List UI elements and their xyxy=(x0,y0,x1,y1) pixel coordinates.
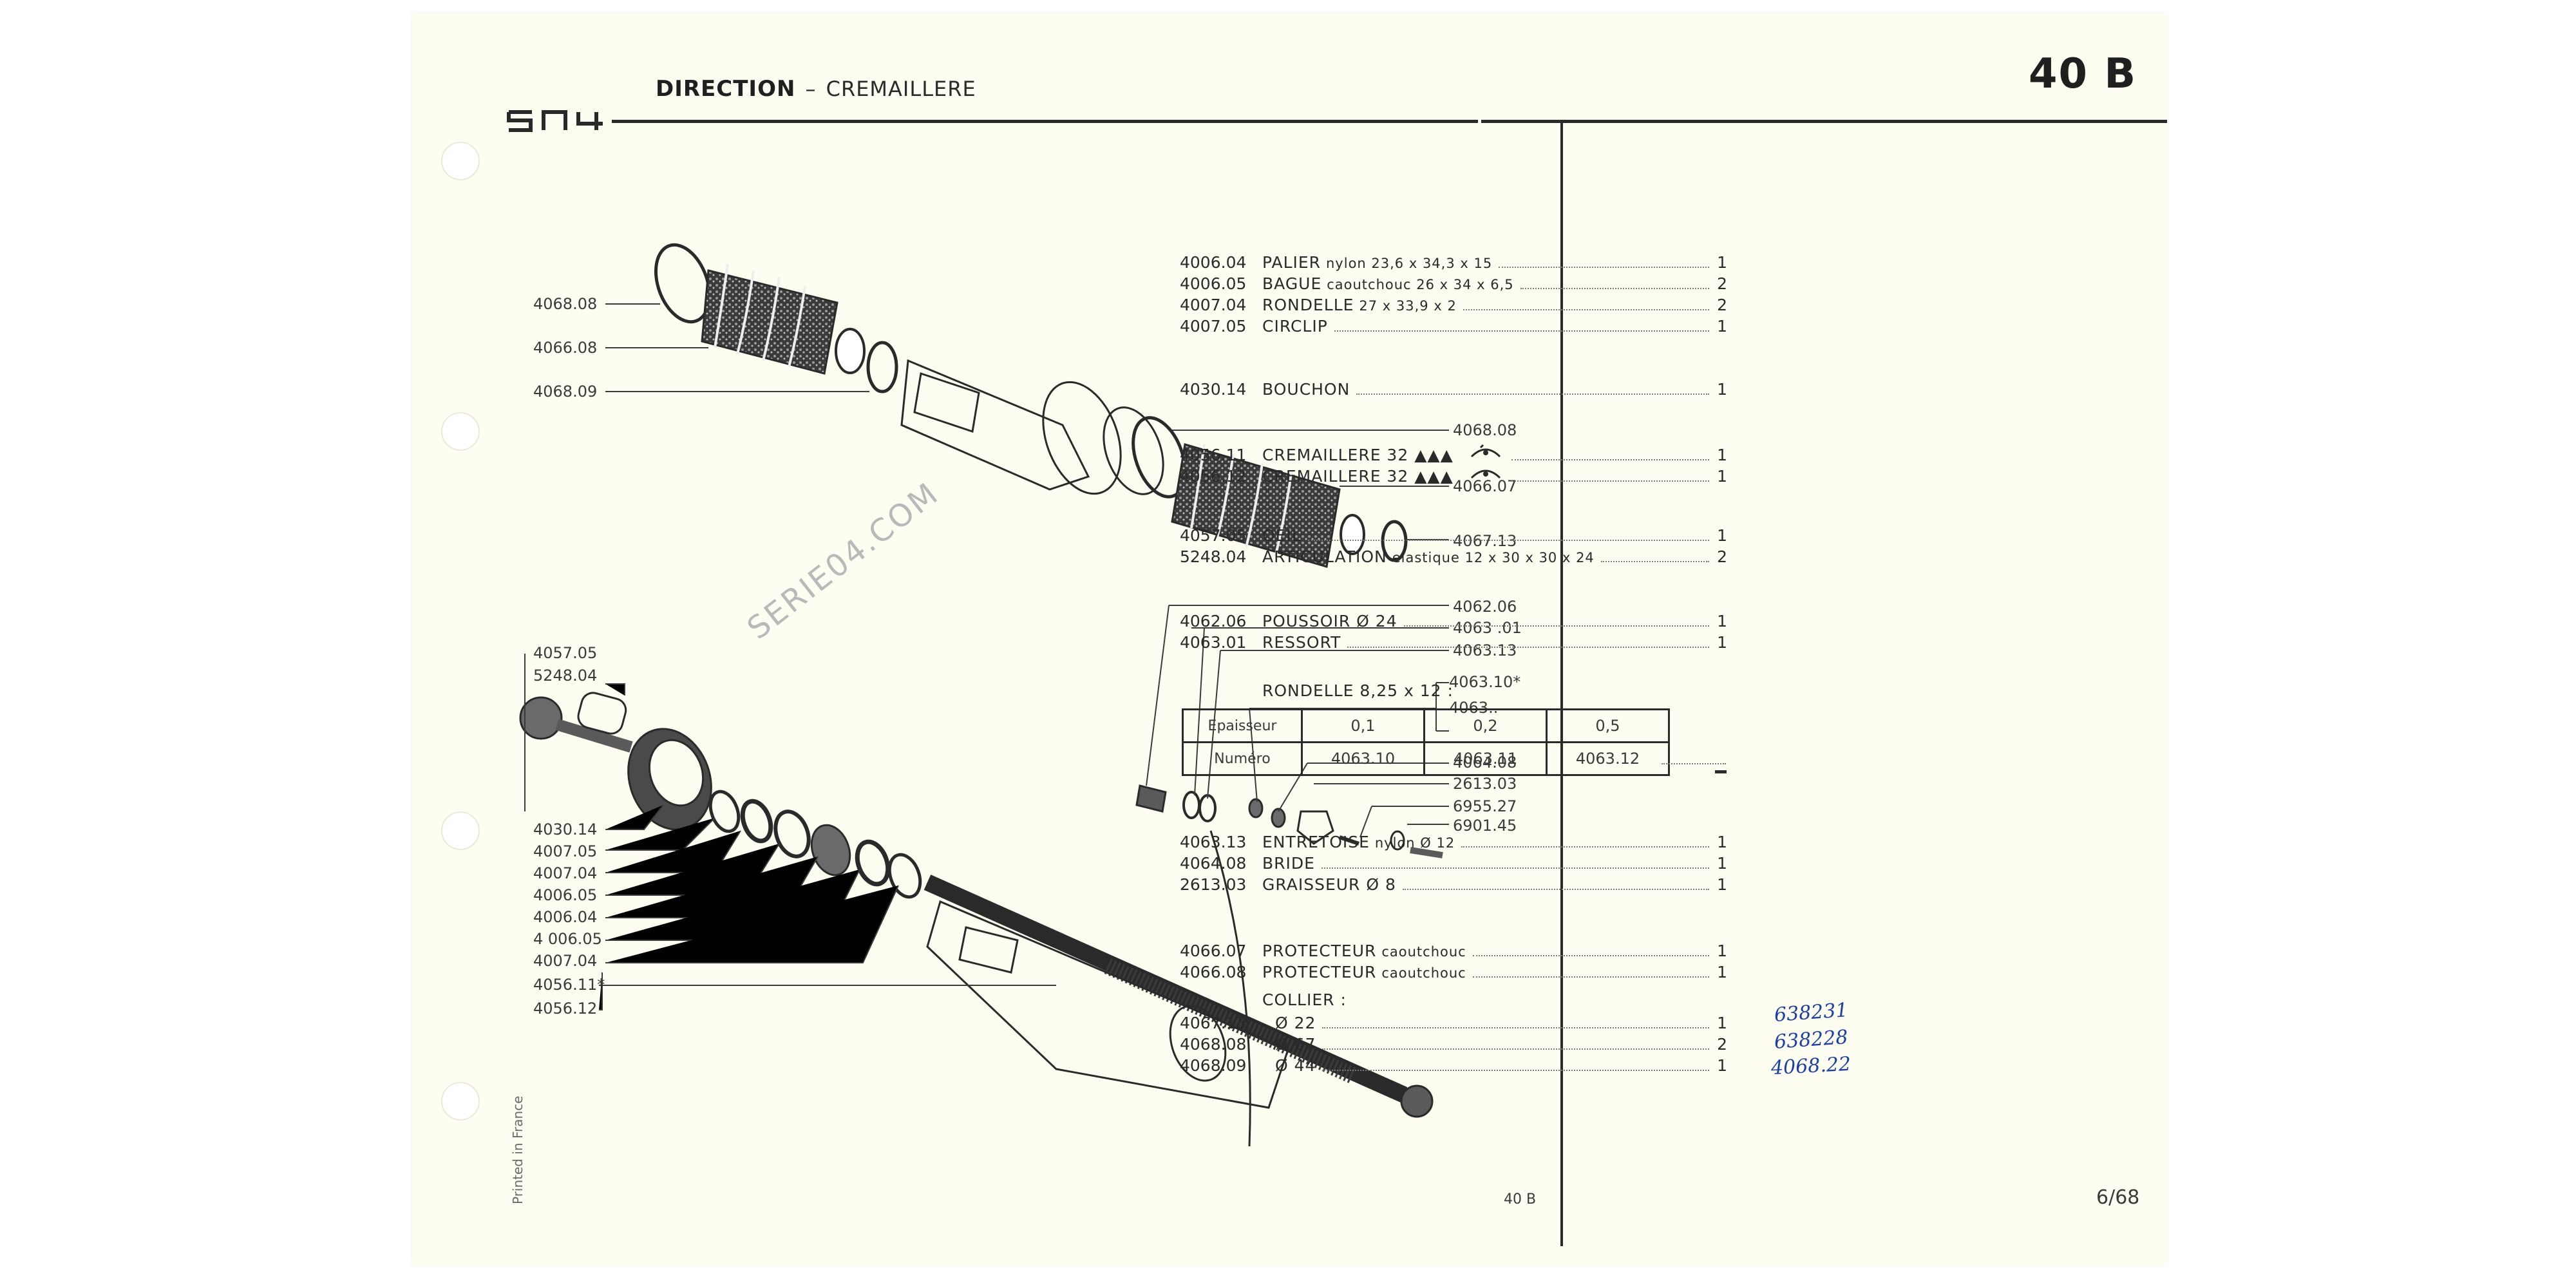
callout-4063-13: 4063.13 xyxy=(1453,641,1517,659)
rondelle-title: RONDELLE 8,25 x 12 : xyxy=(1262,681,1454,700)
collier-title: COLLIER : xyxy=(1262,990,1347,1009)
callout-4068-08-right: 4068.08 xyxy=(1453,421,1517,439)
callout-4007-05: 4007.05 xyxy=(533,842,598,860)
catalog-page xyxy=(412,13,2167,1265)
callout-4066-07: 4066.07 xyxy=(1453,477,1517,495)
callout-4068-08: 4068.08 xyxy=(533,295,598,313)
table-leader-end xyxy=(1715,770,1727,773)
callout-4067-13: 4067.13 xyxy=(1453,532,1517,550)
callout-4062-06: 4062.06 xyxy=(1453,598,1517,616)
brand-logo xyxy=(506,108,609,133)
table-row-label: Numéro xyxy=(1182,741,1303,776)
table-cell: 4063.10 xyxy=(1301,741,1425,776)
callout-4068-09: 4068.09 xyxy=(533,383,598,401)
callout-4006-05: 4006.05 xyxy=(533,886,598,904)
steering-wheel-icon xyxy=(1470,444,1501,458)
protector-boot-icon xyxy=(701,263,866,375)
steering-wheel-icon xyxy=(1470,469,1501,479)
callout-4063-01: 4063 .01 xyxy=(1453,619,1522,637)
exploded-view-diagram xyxy=(519,243,1449,1147)
header-rule-left xyxy=(612,120,1478,123)
page-number: 6/68 xyxy=(2096,1186,2140,1209)
page-code: 40 B xyxy=(2029,50,2137,98)
binder-hole xyxy=(441,811,480,850)
table-cell: 4063.11 xyxy=(1423,741,1548,776)
table-cell: 0,1 xyxy=(1301,708,1425,743)
callout-4057-05: 4057.05 xyxy=(533,644,598,662)
callout-6955-27: 6955.27 xyxy=(1453,797,1517,815)
printed-in-france: Printed in France xyxy=(510,1095,526,1204)
callout-4030-14: 4030.14 xyxy=(533,820,598,838)
callout-4056-12: 4056.12 xyxy=(533,999,598,1018)
callout-6901-45: 6901.45 xyxy=(1453,817,1517,835)
callout-4056-11: 4056.11* xyxy=(533,976,605,994)
brand-logo-icon xyxy=(507,110,603,132)
binder-hole xyxy=(441,412,480,451)
binder-hole xyxy=(441,142,480,180)
title-separator: – xyxy=(805,77,817,101)
diagram-footer-code: 40 B xyxy=(1504,1191,1537,1208)
column-divider xyxy=(1560,122,1563,1246)
thickness-table: Epaisseur 0,1 0,2 0,5 Numéro 4063.10 406… xyxy=(1182,708,1670,776)
table-cell: 0,2 xyxy=(1423,708,1548,743)
binder-hole xyxy=(441,1082,480,1121)
table-row-label: Epaisseur xyxy=(1182,708,1303,743)
page-subtitle: CREMAILLERE xyxy=(826,77,976,101)
callout-4007-04: 4007.04 xyxy=(533,864,598,882)
callout-5248-04: 5248.04 xyxy=(533,667,598,685)
handwritten-note: 4068.22 xyxy=(1770,1052,1852,1080)
callout-2613-03: 2613.03 xyxy=(1453,775,1517,793)
table-cell: 0,5 xyxy=(1546,708,1670,743)
callout-4006-04: 4006.04 xyxy=(533,908,598,926)
table-leader xyxy=(1662,763,1726,764)
header-rule-right xyxy=(1481,120,2167,123)
callout-4007-04-b: 4007.04 xyxy=(533,952,598,970)
page-title: DIRECTION xyxy=(656,76,796,102)
callout-4006-05-b: 4 006.05 xyxy=(533,930,602,948)
callout-4066-08: 4066.08 xyxy=(533,339,598,357)
callout-4063-10: 4063.10* xyxy=(1449,673,1521,691)
table-cell: 4063.12 xyxy=(1546,741,1670,776)
